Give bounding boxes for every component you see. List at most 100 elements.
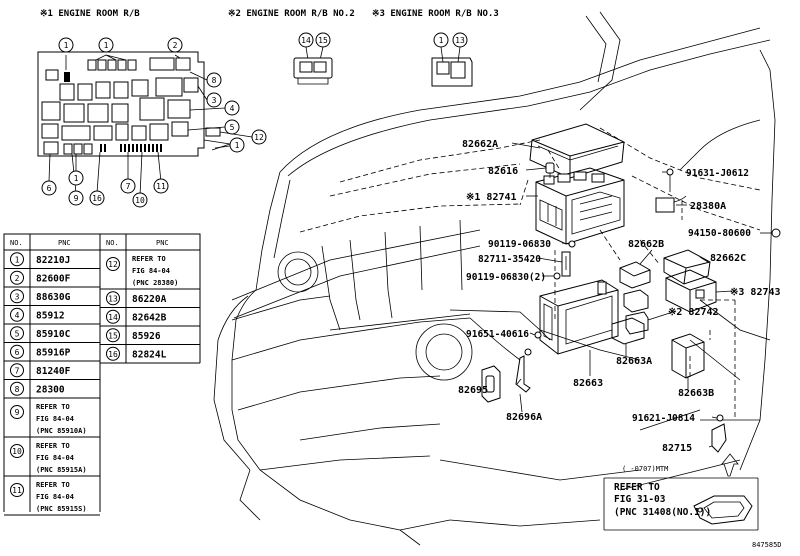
svg-text:6: 6 — [47, 184, 52, 193]
bracket-82715 — [711, 423, 727, 453]
part-labels: 82662A 82616 ※1 82741 91631-J0612 28380A… — [458, 139, 781, 454]
row-pnc: 88630G — [36, 292, 71, 303]
leader-lines — [511, 142, 772, 448]
svg-text:1: 1 — [439, 36, 444, 45]
header-rb2: ※2 ENGINE ROOM R/B NO.2 — [228, 9, 355, 19]
tray-82663a — [611, 317, 645, 345]
table-row: 7 81240F — [4, 363, 100, 380]
row-number: 5 — [15, 329, 20, 338]
label-82663: 82663 — [573, 378, 603, 389]
refer-line-2: FIG 31-03 — [614, 494, 666, 505]
callout-circle: 3 — [206, 92, 222, 108]
callout-circle: 1 — [229, 137, 245, 153]
svg-text:1: 1 — [64, 41, 69, 50]
refer-note: ( -0707)MTM — [622, 465, 668, 473]
callout-circle: 15 — [315, 32, 331, 48]
svg-text:14: 14 — [301, 36, 311, 45]
callout-circle: 4 — [224, 100, 240, 116]
label-94150-80600: 94150-80600 — [688, 228, 751, 239]
tray-82663b — [671, 333, 705, 379]
svg-text:15: 15 — [318, 36, 328, 45]
row-pnc-line: FIG 84-04 — [36, 454, 74, 462]
label-28380a: 28380A — [690, 201, 726, 212]
label-82662c: 82662C — [710, 253, 746, 264]
callout-circle: 5 — [224, 119, 240, 135]
sensor-28380a — [655, 195, 687, 213]
svg-text:1: 1 — [235, 141, 240, 150]
svg-text:2: 2 — [173, 41, 178, 50]
row-pnc-line: (PNC 85910A) — [36, 427, 87, 435]
row-pnc: 81240F — [36, 366, 71, 377]
relay-block-82743 — [665, 269, 717, 313]
label-82662b: 82662B — [628, 239, 664, 250]
row-number: 4 — [15, 311, 20, 320]
row-pnc-line: FIG 84-04 — [132, 267, 170, 275]
table-row: 2 82600F — [4, 270, 100, 288]
rb2-schematic: 14 15 — [293, 32, 333, 85]
fuse-box-tray-82663 — [539, 279, 619, 355]
row-number: 13 — [108, 294, 118, 303]
vehicle-body-outline — [213, 11, 776, 546]
callout-circle: 7 — [120, 178, 136, 194]
row-pnc: 82210J — [36, 255, 70, 266]
bracket-82696a — [515, 348, 532, 393]
label-82742: ※2 82742 — [668, 307, 719, 318]
label-82696a: 82696A — [506, 412, 542, 423]
row-number: 8 — [15, 385, 20, 394]
row-pnc-line: FIG 84-04 — [36, 415, 74, 423]
screw-90119 — [553, 240, 576, 280]
row-pnc: 28300 — [36, 384, 65, 395]
rb3-schematic: 1 13 — [431, 32, 473, 87]
relay-82695 — [481, 365, 501, 403]
label-91651-40616: 91651-40616 — [466, 329, 529, 340]
label-82663a: 82663A — [616, 356, 652, 367]
bolt-91651 — [534, 331, 542, 339]
row-pnc-line: REFER TO — [36, 481, 70, 489]
label-90119-06830-2: 90119-06830(2) — [466, 272, 546, 283]
row-pnc-line: REFER TO — [132, 255, 166, 263]
rb1-callouts: 1 1 2 8 3 4 5 12 1 6 1 9 16 7 10 11 — [41, 37, 267, 208]
label-82616: 82616 — [488, 166, 518, 177]
row-number: 2 — [15, 274, 20, 283]
callout-circle: 8 — [206, 72, 222, 88]
callout-circle: 1 — [68, 170, 84, 186]
relay-box-82742 — [623, 289, 649, 335]
label-82662a: 82662A — [462, 139, 498, 150]
svg-text:8: 8 — [212, 76, 217, 85]
refer-box-31-03: ( -0707)MTM REFER TO FIG 31-03 (PNC 3140… — [603, 453, 759, 531]
row-number: 12 — [108, 260, 118, 269]
header-rb1: ※1 ENGINE ROOM R/B — [40, 9, 140, 19]
callout-circle: 1 — [98, 37, 114, 53]
row-pnc: 82600F — [36, 273, 71, 284]
label-82715: 82715 — [662, 443, 692, 454]
col-no-header-2: NO. — [106, 239, 119, 247]
svg-text:5: 5 — [230, 123, 235, 132]
svg-text:12: 12 — [254, 133, 264, 142]
row-pnc-line: (PNC 85915A) — [36, 466, 87, 474]
row-number: 11 — [12, 486, 22, 495]
callout-circle: 1 — [58, 37, 74, 53]
col-pnc-header-2: PNC — [156, 239, 169, 247]
row-number: 7 — [15, 366, 20, 375]
label-82663b: 82663B — [678, 388, 714, 399]
figure-code: 847585D — [752, 541, 782, 549]
row-pnc-line: (PNC 28380) — [132, 279, 178, 287]
col-pnc-header: PNC — [58, 239, 71, 247]
svg-text:7: 7 — [126, 182, 131, 191]
svg-text:4: 4 — [230, 104, 235, 113]
callout-circle: 9 — [68, 190, 84, 206]
callout-circle: 12 — [251, 129, 267, 145]
row-number: 10 — [12, 447, 22, 456]
callout-circle: 14 — [298, 32, 314, 48]
callout-circle: 2 — [167, 37, 183, 53]
callout-circle: 10 — [132, 192, 148, 208]
callout-circle: 6 — [41, 180, 57, 196]
